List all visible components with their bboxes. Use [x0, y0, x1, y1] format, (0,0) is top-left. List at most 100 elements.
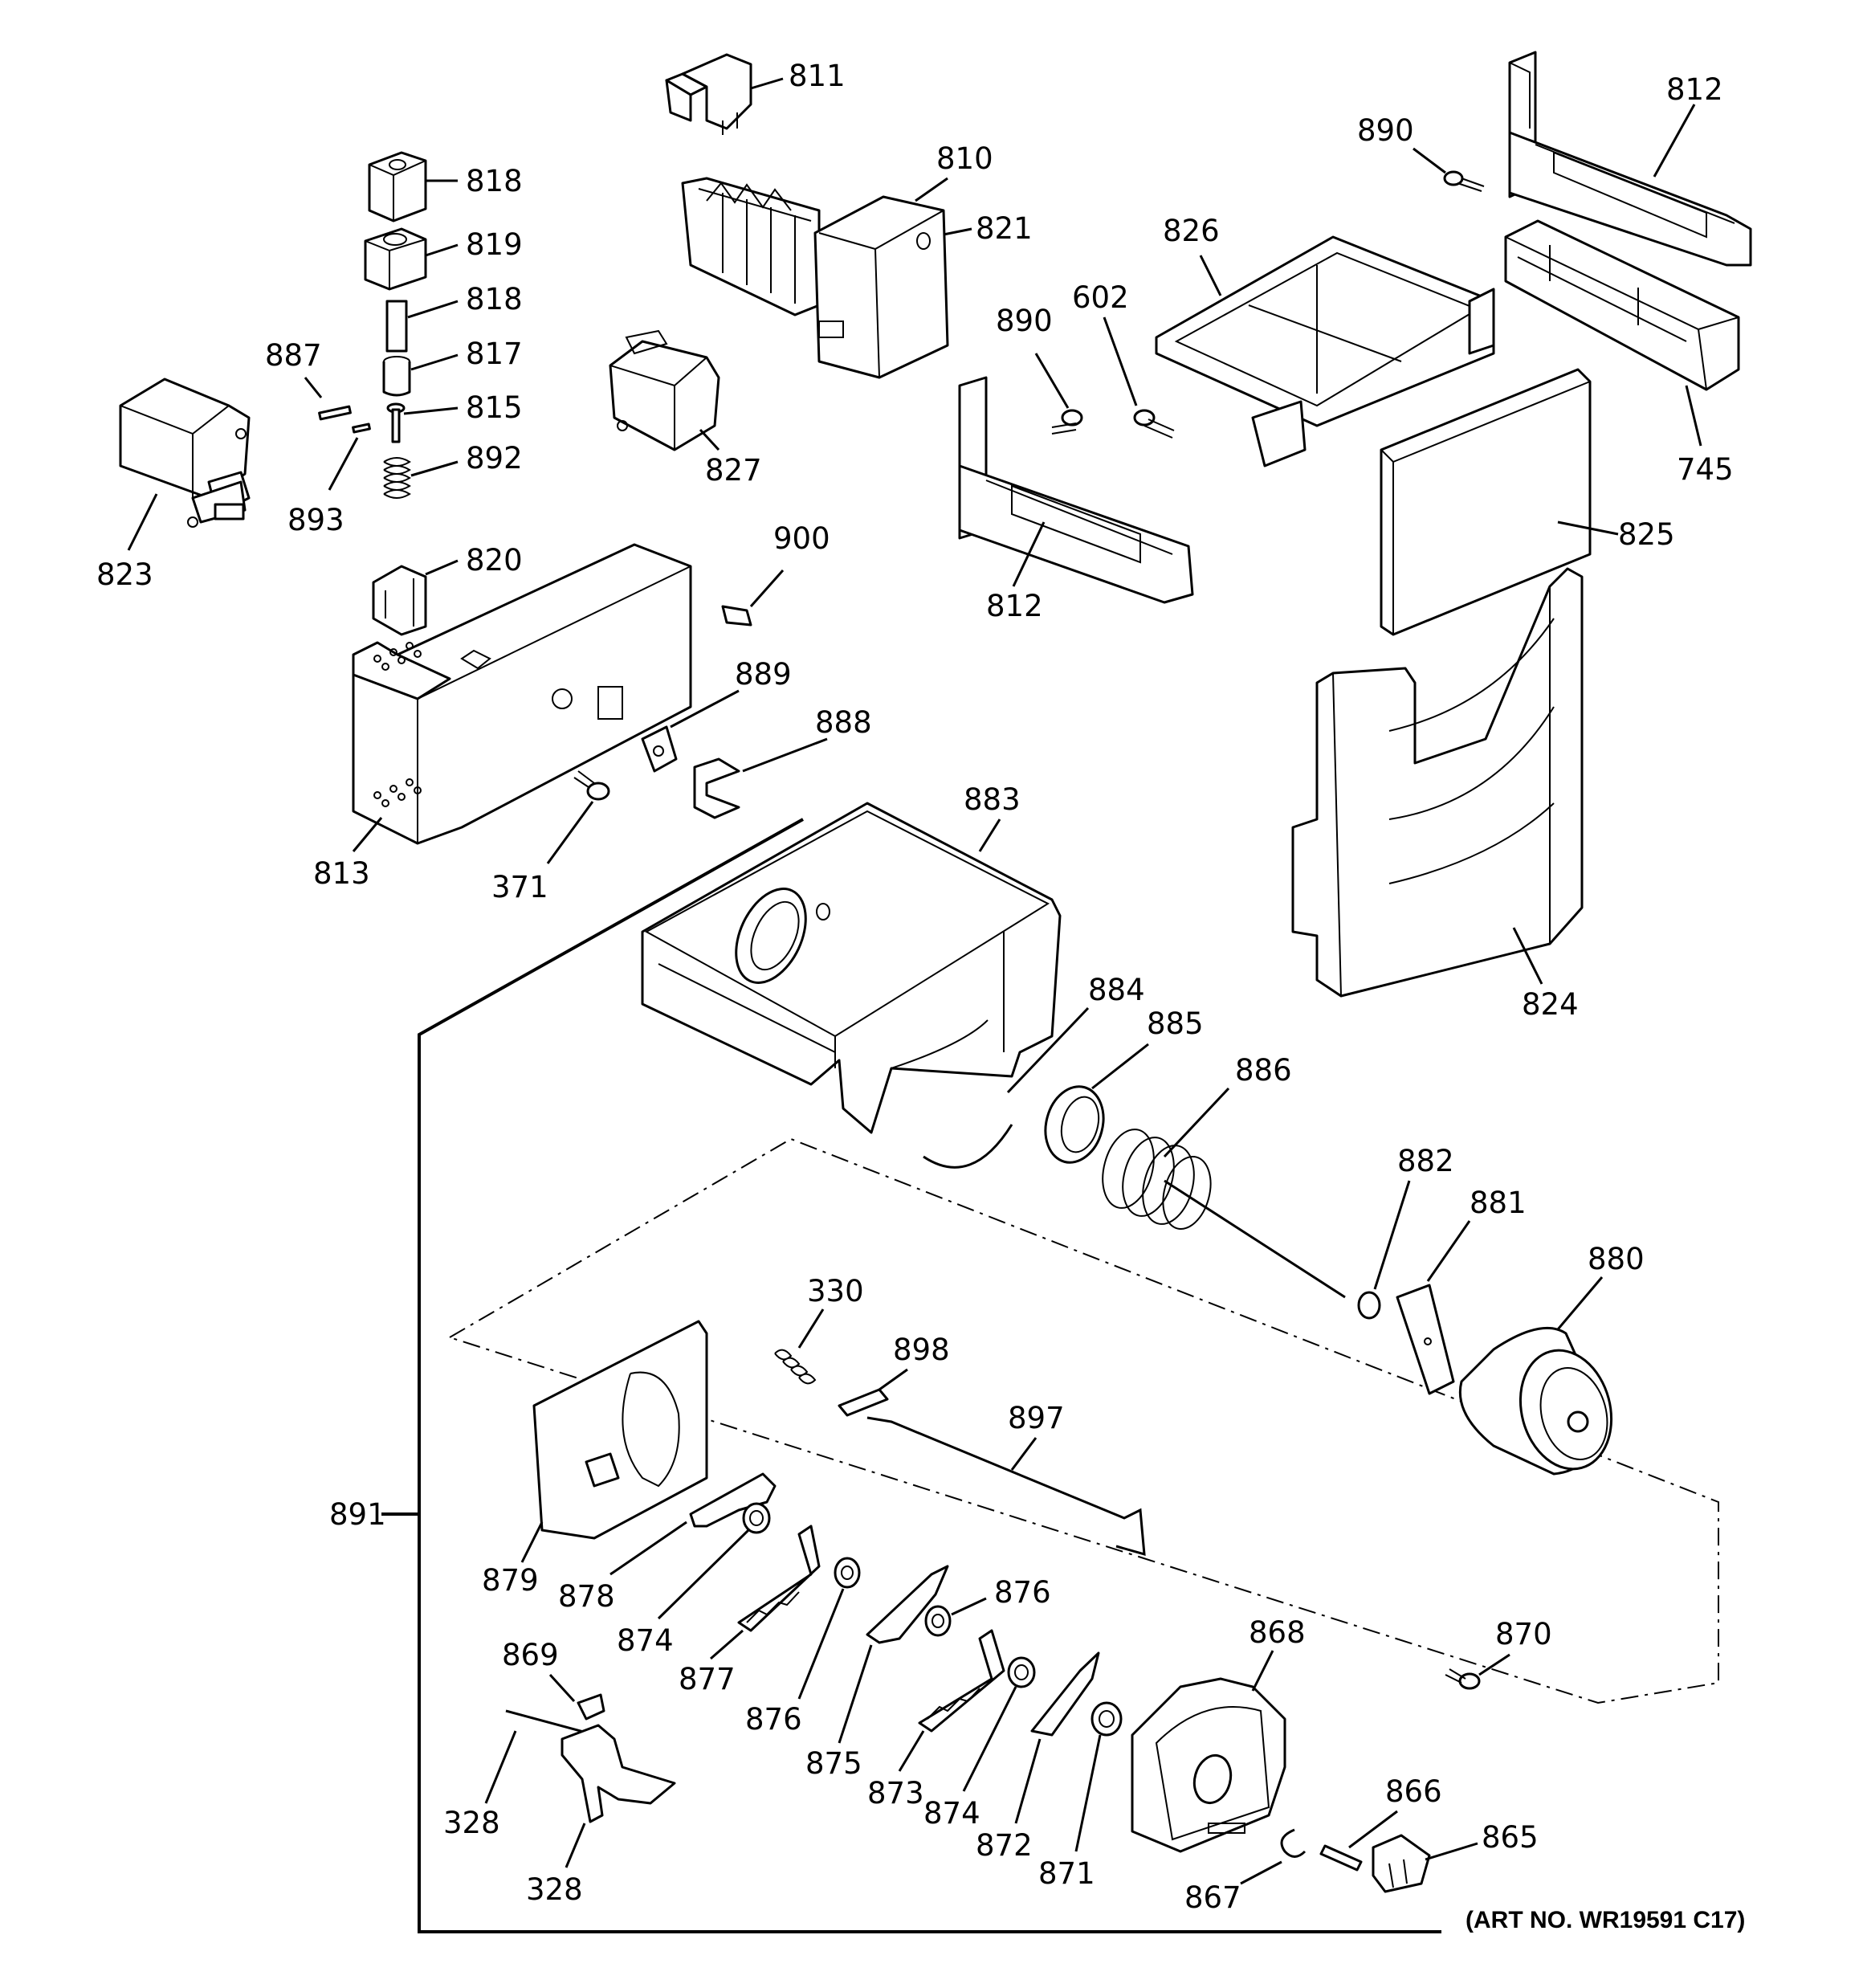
leader-823 — [127, 493, 158, 551]
leader-869 — [548, 1673, 576, 1703]
leader-328a — [484, 1730, 517, 1804]
art-number: (ART NO. WR19591 C17) — [1466, 1907, 1745, 1933]
part-813-plate — [352, 543, 692, 845]
part-875-cam — [866, 1565, 949, 1644]
leader-878 — [609, 1521, 687, 1576]
callout-874-b: 874 — [923, 1796, 980, 1831]
part-876-washer-a — [834, 1557, 861, 1589]
part-867-clip — [1280, 1828, 1307, 1858]
leader-888 — [742, 737, 828, 773]
part-825-panel — [1380, 368, 1592, 636]
leader-821 — [943, 227, 972, 236]
callout-877: 877 — [679, 1662, 736, 1696]
callout-371: 371 — [491, 870, 548, 904]
part-868-housing — [1131, 1677, 1286, 1853]
callout-866: 866 — [1385, 1774, 1442, 1809]
callout-890-top: 890 — [1357, 113, 1414, 148]
part-874-bushing-b — [1007, 1656, 1036, 1688]
part-877-cam — [737, 1525, 821, 1632]
part-815-pin — [386, 402, 406, 443]
callout-328-b: 328 — [526, 1872, 583, 1907]
part-898-bracket — [838, 1388, 889, 1417]
callout-825: 825 — [1618, 517, 1675, 552]
callout-885: 885 — [1147, 1006, 1204, 1041]
leader-810 — [915, 177, 948, 202]
callout-900: 900 — [773, 521, 830, 556]
callout-886: 886 — [1235, 1053, 1292, 1088]
callout-880: 880 — [1588, 1242, 1645, 1276]
callout-891: 891 — [329, 1497, 386, 1532]
part-869-clip — [577, 1693, 605, 1721]
leader-811 — [750, 77, 784, 90]
callout-817: 817 — [466, 337, 523, 371]
leader-871 — [1074, 1734, 1102, 1852]
callout-874-a: 874 — [617, 1623, 674, 1658]
part-330-spring — [774, 1349, 817, 1385]
part-889-clip — [641, 725, 678, 773]
leader-827 — [699, 428, 720, 451]
leader-602 — [1103, 316, 1138, 406]
callout-872: 872 — [976, 1828, 1033, 1863]
leader-890b — [1034, 353, 1070, 409]
leader-824 — [1512, 927, 1543, 985]
part-897-rod — [866, 1416, 1146, 1557]
leader-820 — [425, 559, 459, 576]
part-890-screw-top — [1443, 170, 1485, 192]
leader-812a — [1653, 104, 1696, 178]
assembly-dashed-outline — [447, 1137, 1719, 1704]
leader-818b — [407, 300, 459, 319]
part-900-clip — [721, 605, 752, 627]
callout-876-a: 876 — [745, 1702, 802, 1737]
part-887-pin — [318, 405, 352, 421]
part-890-screw-mid — [1051, 409, 1083, 435]
leader-880 — [1556, 1276, 1604, 1330]
leader-813 — [352, 817, 383, 852]
part-865-bracket — [1372, 1834, 1431, 1893]
callout-810: 810 — [936, 141, 993, 176]
leader-876b — [951, 1597, 987, 1616]
callout-820: 820 — [466, 543, 523, 578]
leader-900 — [749, 569, 785, 607]
callout-897: 897 — [1008, 1401, 1065, 1435]
leader-819 — [425, 243, 459, 257]
leader-876a — [797, 1588, 845, 1700]
part-892-spring — [383, 457, 411, 499]
callout-893: 893 — [287, 503, 344, 537]
callout-602: 602 — [1072, 280, 1129, 315]
part-884-arc — [923, 1124, 1013, 1169]
leader-877 — [710, 1629, 744, 1660]
part-876-washer-b — [924, 1605, 952, 1637]
part-871-bearing — [1090, 1701, 1123, 1737]
callout-882: 882 — [1397, 1144, 1454, 1178]
leader-886 — [1163, 1087, 1230, 1158]
callout-868: 868 — [1249, 1615, 1306, 1650]
part-819-block — [364, 227, 427, 291]
leader-874a — [657, 1529, 750, 1620]
part-745-bracket — [1504, 219, 1740, 391]
part-886-auger — [1102, 1129, 1346, 1299]
part-818-tube — [385, 300, 408, 353]
leader-887 — [304, 377, 323, 398]
callout-884: 884 — [1088, 973, 1145, 1007]
part-820-clip — [372, 565, 427, 636]
part-602-screw — [1133, 409, 1175, 439]
leader-865 — [1425, 1842, 1478, 1861]
part-872-cam — [1030, 1651, 1100, 1737]
part-818-coil — [368, 151, 427, 222]
leader-867 — [1240, 1860, 1282, 1885]
leader-893 — [328, 437, 359, 491]
leader-885 — [1091, 1043, 1149, 1090]
callout-876-b: 876 — [994, 1575, 1051, 1610]
part-881-shield — [1396, 1284, 1455, 1395]
leader-815 — [403, 406, 459, 415]
callout-867: 867 — [1184, 1880, 1241, 1915]
leader-745 — [1685, 385, 1702, 447]
part-826-frame — [1155, 235, 1495, 467]
part-893-pin — [352, 423, 371, 434]
leader-890a — [1413, 147, 1446, 174]
callout-812-mid: 812 — [986, 589, 1043, 623]
callout-892: 892 — [466, 441, 523, 476]
leader-884 — [1006, 1006, 1090, 1094]
leader-817 — [410, 353, 459, 371]
